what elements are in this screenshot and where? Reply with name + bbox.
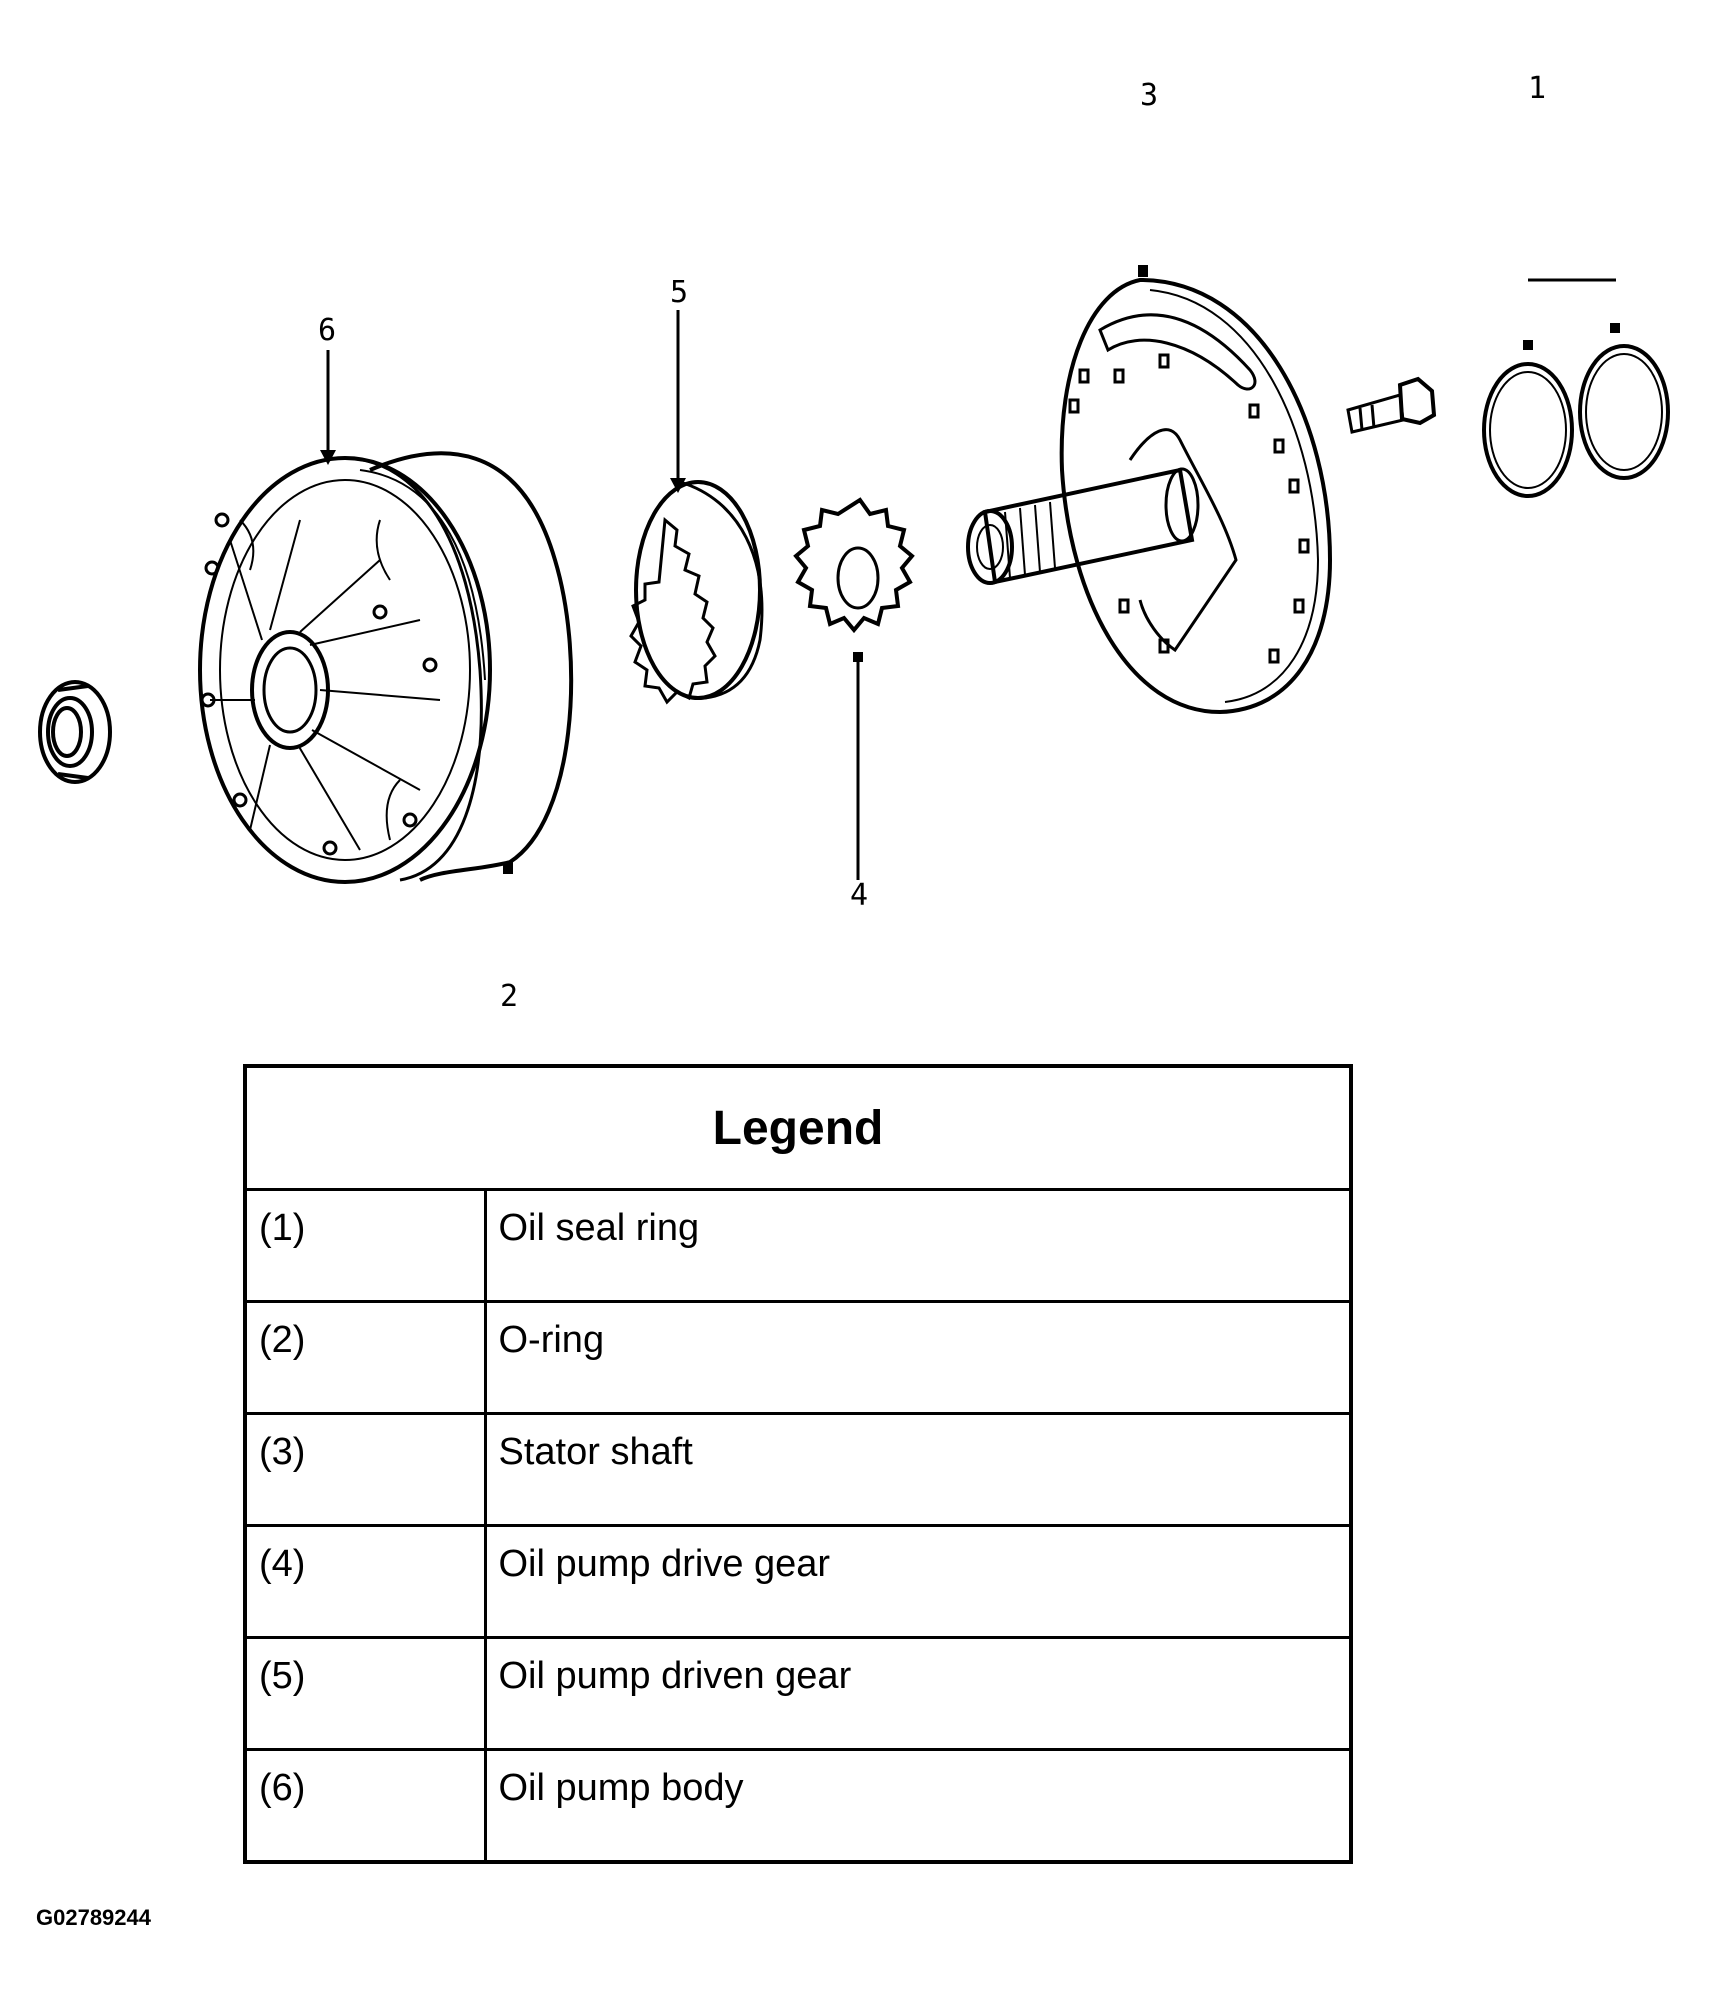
legend-label: Oil pump driven gear [483,1636,1353,1751]
legend-row: (3) Stator shaft [243,1412,1353,1527]
callout-2: 2 [500,979,518,1014]
legend-label: Oil seal ring [483,1188,1353,1303]
legend-label: Oil pump body [483,1748,1353,1863]
oil-pump-body [198,451,574,884]
o-ring-outline [369,451,574,882]
legend-number: (1) [243,1188,487,1303]
legend-title: Legend [243,1064,1353,1191]
oil-pump-drive-gear [793,497,915,634]
legend-header-row: Legend [243,1064,1353,1191]
legend-label: Stator shaft [483,1412,1353,1527]
figure-id: G02789244 [36,1905,151,1930]
callout-3: 3 [1140,78,1158,113]
legend-row: (6) Oil pump body [243,1748,1353,1863]
legend-number: (2) [243,1300,487,1415]
legend-row: (1) Oil seal ring [243,1188,1353,1303]
legend-number: (3) [243,1412,487,1527]
callout-6: 6 [318,313,336,348]
front-oil-seal [38,680,112,784]
legend-row: (5) Oil pump driven gear [243,1636,1353,1751]
leader-lines [320,265,1620,880]
legend-row: (4) Oil pump drive gear [243,1524,1353,1639]
legend-number: (5) [243,1636,487,1751]
callout-4: 4 [850,878,868,913]
callout-1: 1 [1528,71,1546,106]
legend-table: Legend (1) Oil seal ring (2) O-ring (3) … [243,1064,1353,1864]
exploded-view-diagram: 3 1 6 5 4 2 [38,71,1670,1014]
oil-pump-driven-gear [629,480,764,705]
bolt [1346,376,1437,434]
legend-number: (4) [243,1524,487,1639]
legend-number: (6) [243,1748,487,1863]
legend-label: O-ring [483,1300,1353,1415]
callout-5: 5 [670,275,688,310]
legend-label: Oil pump drive gear [483,1524,1353,1639]
legend-row: (2) O-ring [243,1300,1353,1415]
stator-shaft [966,277,1333,715]
oil-seal-rings [1482,344,1670,498]
